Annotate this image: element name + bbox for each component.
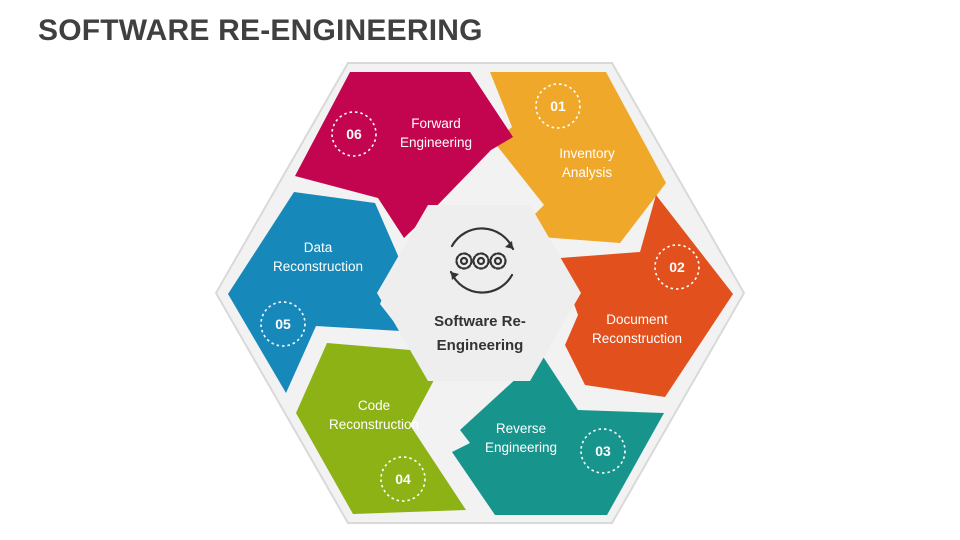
segment-02-document-reconstruction[interactable]	[560, 195, 733, 397]
step-04-label-line1: Code	[358, 398, 390, 413]
step-01-label-line2: Analysis	[562, 165, 613, 180]
badge-01: 01	[535, 83, 581, 129]
step-05-label-line1: Data	[304, 240, 333, 255]
step-03-label-line2: Engineering	[485, 440, 557, 455]
segment-06-forward-engineering[interactable]	[295, 72, 513, 238]
segment-04-code-reconstruction[interactable]	[296, 343, 466, 514]
step-06-label-line1: Forward	[411, 116, 461, 131]
segment-01-inventory-analysis[interactable]	[490, 72, 666, 243]
badge-03: 03	[580, 428, 626, 474]
svg-text:01: 01	[550, 98, 566, 114]
page-title: SOFTWARE RE-ENGINEERING	[38, 14, 483, 47]
step-01-label-line1: Inventory	[559, 146, 615, 161]
svg-text:04: 04	[395, 471, 411, 487]
center-label-line2: Engineering	[437, 337, 524, 354]
step-05-label-line2: Reconstruction	[273, 259, 363, 274]
step-02-label-line1: Document	[606, 312, 668, 327]
step-03-label-line1: Reverse	[496, 421, 546, 436]
step-06-label-line2: Engineering	[400, 135, 472, 150]
svg-text:05: 05	[275, 316, 291, 332]
center-label-line1: Software Re-	[434, 313, 526, 330]
segment-05-data-reconstruction[interactable]	[228, 192, 401, 393]
badge-06: 06	[331, 111, 377, 157]
badge-05: 05	[260, 301, 306, 347]
svg-text:03: 03	[595, 443, 611, 459]
badge-02: 02	[654, 244, 700, 290]
segment-03-reverse-engineering[interactable]	[452, 355, 664, 515]
step-02-label-line2: Reconstruction	[592, 331, 682, 346]
step-04-label-line2: Reconstruction	[329, 417, 419, 432]
svg-text:02: 02	[669, 259, 685, 275]
gears-cycle-icon	[449, 227, 515, 294]
svg-text:06: 06	[346, 126, 362, 142]
badge-04: 04	[380, 456, 426, 502]
